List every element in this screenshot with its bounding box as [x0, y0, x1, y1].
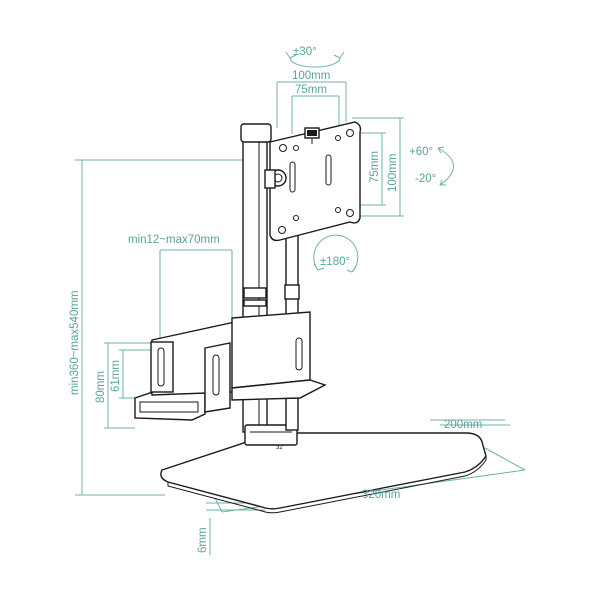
tilt-arrow-icon	[437, 146, 454, 186]
dimension-labels: ±30° 100mm 75mm +60° -20° ±180° min12~ma…	[69, 46, 482, 553]
label-base-depth: 200mm	[444, 419, 482, 431]
vesa-plate	[264, 121, 362, 242]
dimension-lines	[75, 81, 526, 555]
label-holder-61: 61mm	[110, 360, 122, 392]
label-holder-width: min12~max70mm	[128, 234, 220, 246]
rotation-arrow-icon	[313, 234, 359, 273]
label-base-thickness: 6mm	[197, 527, 209, 553]
collar-mark: 32	[276, 445, 283, 451]
label-holder-80: 80mm	[95, 371, 107, 403]
label-rotation: ±180°	[320, 256, 350, 268]
label-vesa-100-horizontal: 100mm	[292, 70, 330, 82]
label-swivel: ±30°	[293, 46, 317, 58]
label-base-width: 320mm	[362, 489, 400, 501]
label-vesa-100-vertical: 100mm	[387, 154, 399, 192]
cpu-holder	[134, 311, 327, 421]
label-tilt-down: -20°	[415, 173, 436, 185]
label-height-range: min360~max540mm	[69, 290, 81, 395]
label-tilt-up: +60°	[409, 146, 433, 158]
swivel-arrow-icon	[285, 51, 345, 68]
label-vesa-75-vertical: 75mm	[369, 151, 381, 183]
adjust-knob-icon	[304, 127, 320, 144]
label-vesa-75-horizontal: 75mm	[295, 84, 327, 96]
base-plate	[160, 432, 487, 514]
